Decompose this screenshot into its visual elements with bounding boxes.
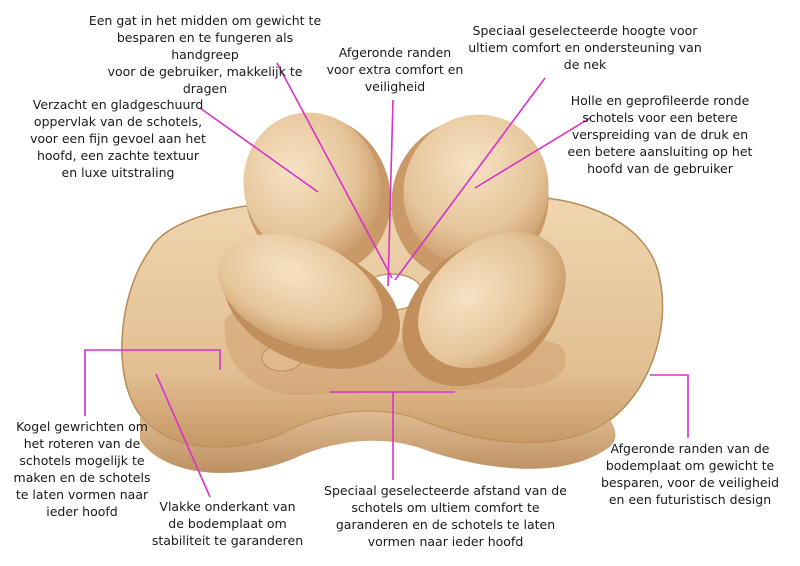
leader-hollow-profile: [474, 117, 591, 189]
leader-rounded-edges-top: [387, 99, 394, 287]
callout-center-hole: Een gat in het midden om gewicht te besp…: [88, 13, 322, 96]
base-plate-edge: [140, 411, 616, 473]
callout-ball-joints: Kogel gewrichten om het roteren van de s…: [13, 419, 151, 519]
callout-smooth-surface: Verzacht en gladgeschuurd oppervlak van …: [30, 97, 206, 180]
disc-bottom-right: [402, 231, 566, 387]
leader-rounded-edges-base: [650, 374, 689, 438]
leader-smooth-surface: [199, 107, 319, 193]
leader-spacing: [330, 391, 455, 480]
leader-center-hole: [276, 62, 393, 279]
leader-flat-bottom: [155, 373, 211, 498]
leader-ball-joints: [84, 349, 221, 416]
callout-hollow-profile: Holle en geprofileerde ronde schotels vo…: [567, 93, 753, 176]
callout-flat-bottom: Vlakke onderkant van de bodemplaat om st…: [151, 499, 304, 548]
callout-spacing: Speciaal geselecteerde afstand van de sc…: [324, 483, 567, 549]
leader-height: [394, 77, 546, 281]
annotation-lines: [84, 62, 689, 498]
callout-height: Speciaal geselecteerde hoogte voor ultie…: [468, 23, 702, 72]
disc-bottom-left: [217, 234, 401, 369]
callout-rounded-edges-base: Afgeronde randen van de bodemplaat om ge…: [600, 441, 780, 507]
callout-rounded-edges-top: Afgeronde randen voor extra comfort en v…: [326, 45, 464, 94]
